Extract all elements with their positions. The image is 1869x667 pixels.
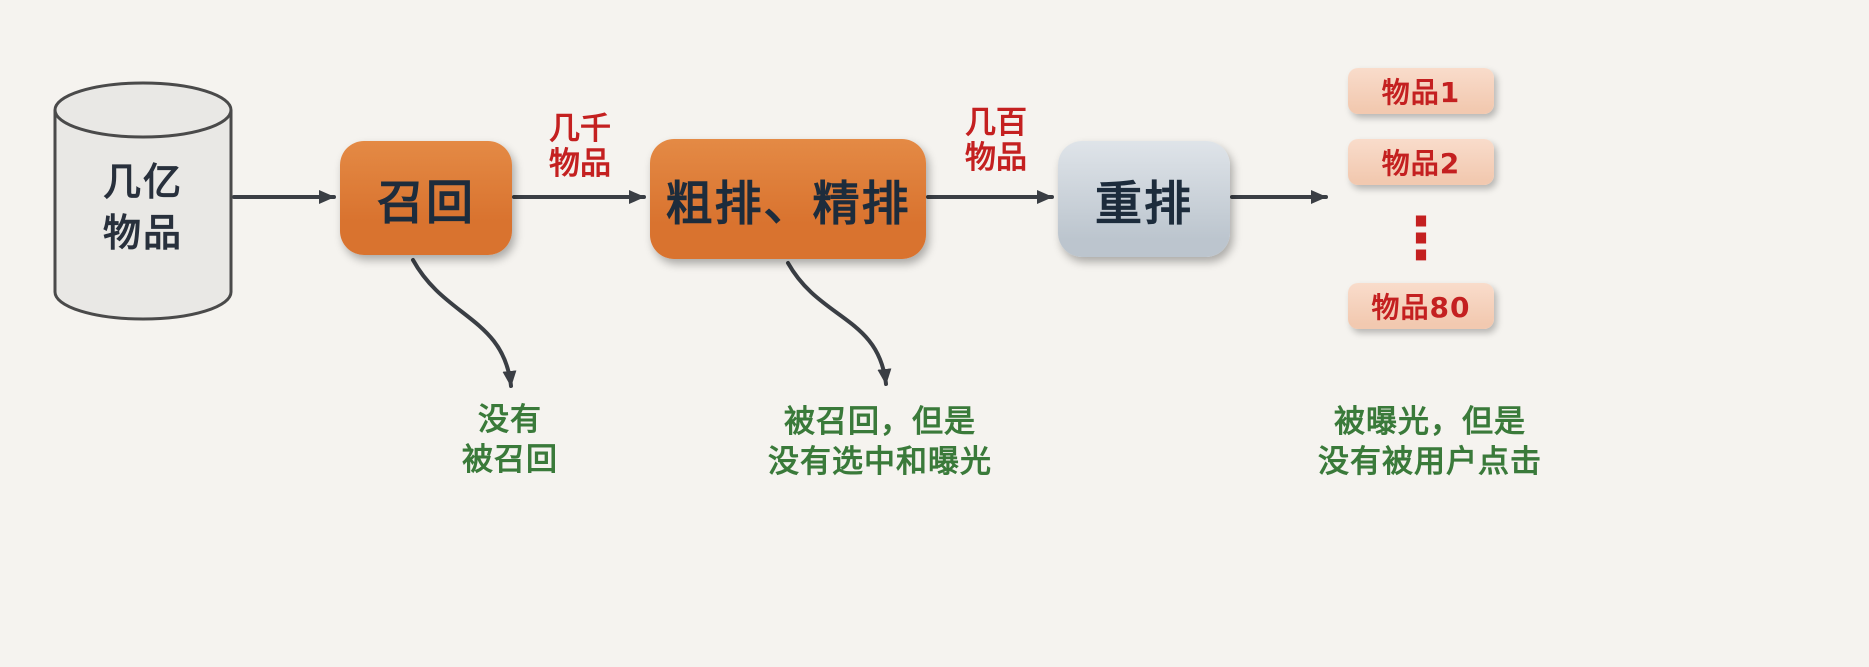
cylinder-top xyxy=(53,81,233,139)
edge-label-hundreds-line2: 物品 xyxy=(965,139,1027,176)
stage-rerank: 重排 xyxy=(1058,141,1230,257)
output-item-1-label: 物品1 xyxy=(1381,76,1461,109)
edge-label-hundreds: 几百 物品 xyxy=(932,106,1060,175)
note-not-recalled: 没有 被召回 xyxy=(400,400,620,481)
stage-ranking: 粗排、精排 xyxy=(650,139,926,259)
source-label-line1: 几亿 xyxy=(102,159,183,204)
arrow-ranking-dropout xyxy=(786,261,892,386)
note-not-recalled-line1: 没有 xyxy=(478,402,542,438)
output-item-2-label: 物品2 xyxy=(1381,147,1461,180)
note-recalled-not-exposed: 被召回，但是 没有选中和曝光 xyxy=(745,402,1015,483)
note-exposed-not-clicked: 被曝光，但是 没有被用户点击 xyxy=(1285,402,1575,483)
note-recalled-not-exposed-line2: 没有选中和曝光 xyxy=(768,444,992,481)
stage-rerank-label: 重排 xyxy=(1095,176,1193,232)
note-recalled-not-exposed-line1: 被召回，但是 xyxy=(784,404,976,440)
cylinder-shape xyxy=(53,81,233,321)
output-item-1: 物品1 xyxy=(1348,68,1494,114)
note-exposed-not-clicked-line1: 被曝光，但是 xyxy=(1334,404,1526,440)
cylinder-body xyxy=(53,110,233,321)
edge-label-thousands: 几千 物品 xyxy=(516,112,644,181)
output-ellipsis: ⋮ xyxy=(1392,204,1450,272)
output-item-80-label: 物品80 xyxy=(1371,291,1471,324)
source-database: 几亿 物品 xyxy=(52,80,234,324)
note-exposed-not-clicked-line2: 没有被用户点击 xyxy=(1318,444,1542,481)
stage-recall-label: 召回 xyxy=(377,175,475,231)
edge-label-thousands-line1: 几千 xyxy=(549,111,611,147)
arrow-recall-dropout xyxy=(411,258,517,388)
source-label-line2: 物品 xyxy=(102,211,183,255)
edge-label-hundreds-line1: 几百 xyxy=(965,105,1027,141)
output-item-80: 物品80 xyxy=(1348,283,1494,329)
stage-recall: 召回 xyxy=(340,141,512,255)
source-label: 几亿 物品 xyxy=(52,108,234,308)
edge-label-thousands-line2: 物品 xyxy=(549,145,611,182)
output-item-2: 物品2 xyxy=(1348,139,1494,185)
stage-ranking-label: 粗排、精排 xyxy=(665,176,911,232)
note-not-recalled-line2: 被召回 xyxy=(462,442,558,479)
